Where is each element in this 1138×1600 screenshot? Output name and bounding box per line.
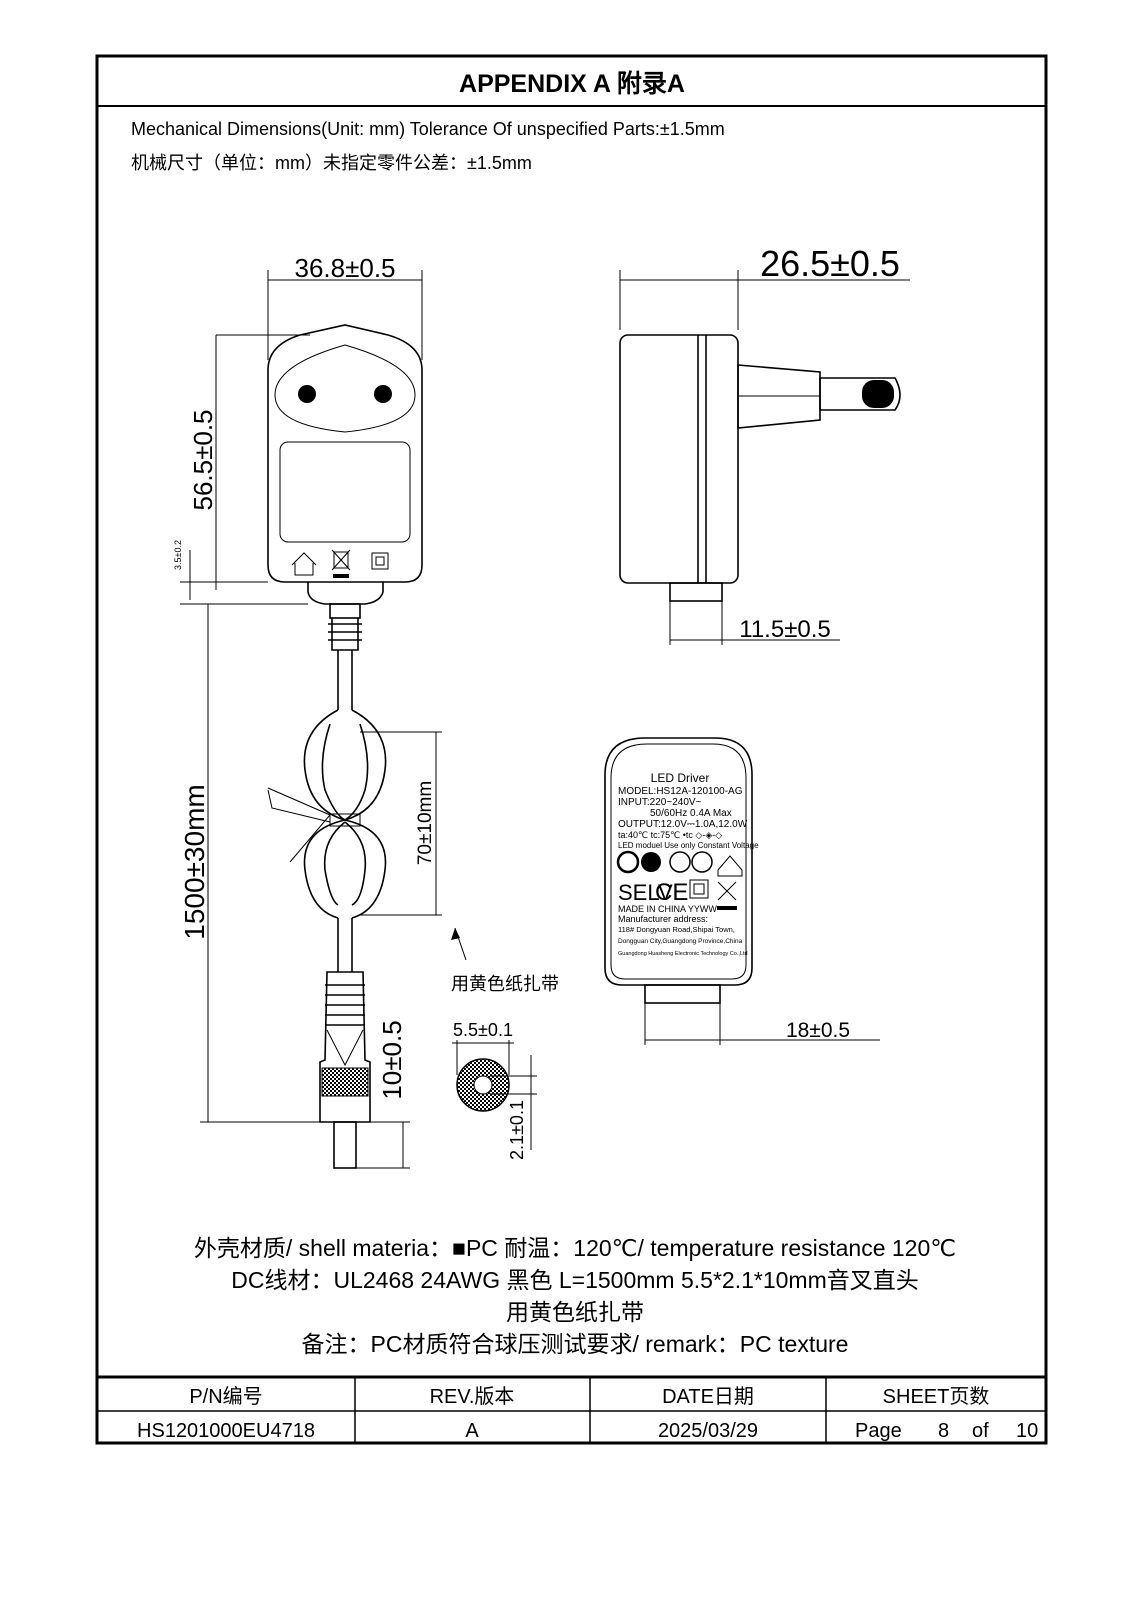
label-output: OUTPUT:12.0V⎓1.0A,12.0W bbox=[618, 819, 748, 830]
label-view bbox=[604, 737, 880, 1045]
of-label: of bbox=[972, 1420, 989, 1442]
note-tie: 用黄色纸扎带 bbox=[506, 1299, 644, 1325]
label-led-note: LED moduel Use only Constant Voltage bbox=[618, 841, 759, 850]
dim-width-front: 36.8±0.5 bbox=[294, 253, 395, 283]
dim-base: 3.5±0.2 bbox=[173, 540, 183, 570]
dim-cable: 1500±30mm bbox=[179, 784, 210, 939]
dim-plug-od: 5.5±0.1 bbox=[453, 1020, 513, 1040]
dim-neck-side: 11.5±0.5 bbox=[739, 616, 830, 643]
title-block bbox=[97, 1375, 1046, 1443]
subtitle-cn: 机械尺寸（单位：mm）未指定零件公差：±1.5mm bbox=[131, 153, 532, 173]
dim-height-front: 56.5±0.5 bbox=[188, 409, 218, 510]
page-label: Page bbox=[855, 1420, 902, 1442]
dim-plug-id: 2.1±0.1 bbox=[507, 1100, 527, 1160]
note-cable: DC线材：UL2468 24AWG 黑色 L=1500mm 5.5*2.1*10… bbox=[231, 1267, 918, 1293]
label-address-1: 118# Dongyuan Road,Shipai Town, bbox=[618, 925, 735, 934]
header-rev: REV.版本 bbox=[430, 1385, 515, 1408]
label-model: MODEL:HS12A-120100-AG bbox=[618, 786, 743, 797]
sheet-border bbox=[95, 54, 1048, 1445]
front-view bbox=[180, 270, 467, 1169]
label-company: Guangdong Huasheng Electronic Technology… bbox=[618, 951, 748, 957]
label-title: LED Driver bbox=[651, 771, 710, 785]
header-pn: P/N编号 bbox=[189, 1385, 262, 1408]
dim-label-neck: 18±0.5 bbox=[786, 1019, 850, 1042]
label-made-in: MADE IN CHINA YYWW bbox=[618, 904, 717, 914]
note-remark: 备注：PC材质符合球压测试要求/ remark：PC texture bbox=[302, 1331, 849, 1357]
dim-depth-side: 26.5±0.5 bbox=[760, 243, 900, 284]
plug-end-view bbox=[452, 1040, 537, 1150]
dim-plug-length: 10±0.5 bbox=[377, 1020, 407, 1099]
label-input-freq: 50/60Hz 0.4A Max bbox=[650, 808, 732, 819]
tie-note: 用黄色纸扎带 bbox=[451, 974, 559, 994]
header-date: DATE日期 bbox=[662, 1386, 754, 1408]
page-title: APPENDIX A 附录A bbox=[459, 70, 685, 98]
header-sheet: SHEET页数 bbox=[883, 1385, 990, 1408]
page-number: 8 bbox=[938, 1420, 949, 1442]
side-view bbox=[619, 270, 910, 645]
dim-loop: 70±10mm bbox=[415, 781, 436, 865]
ce-mark: CE bbox=[655, 879, 688, 906]
label-temp: ta:40℃ tc:75℃ •tc ◇-◈-◇ bbox=[618, 830, 722, 840]
page-total: 10 bbox=[1016, 1420, 1038, 1442]
note-shell: 外壳材质/ shell materia：■PC 耐温：120℃/ tempera… bbox=[194, 1235, 956, 1261]
label-selv: SELV bbox=[618, 880, 673, 905]
subtitle-en: Mechanical Dimensions(Unit: mm) Toleranc… bbox=[131, 119, 725, 139]
date: 2025/03/29 bbox=[658, 1420, 758, 1442]
label-manufacturer: Manufacturer address: bbox=[618, 914, 708, 924]
label-input: INPUT:220~240V~ bbox=[618, 797, 702, 808]
revision: A bbox=[465, 1420, 479, 1442]
part-number: HS1201000EU4718 bbox=[137, 1420, 315, 1442]
label-address-2: Dongguan City,Guangdong Province,China bbox=[618, 938, 743, 945]
